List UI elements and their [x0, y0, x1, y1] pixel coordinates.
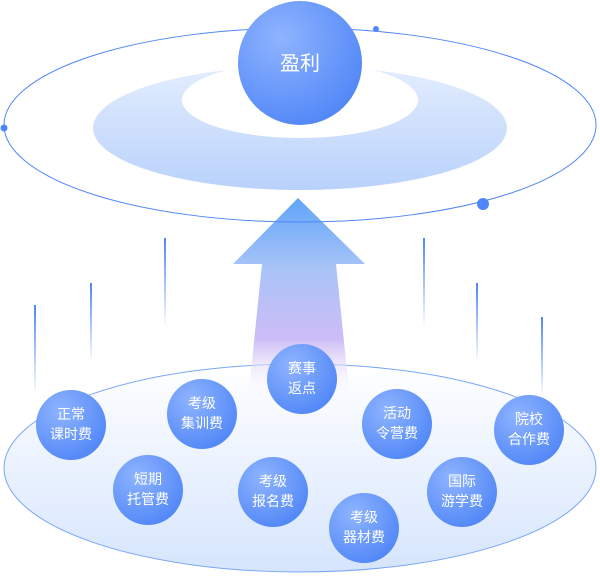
revenue-bubble-label: 正常课时费: [50, 405, 92, 445]
revenue-bubble: [427, 457, 497, 527]
bubble-line1: 考级: [350, 510, 378, 526]
bubble-line2: 游学费: [441, 494, 483, 510]
orbit-dot: [0, 124, 8, 132]
bubble-line1: 赛事: [288, 361, 316, 377]
bubble-line2: 托管费: [127, 492, 169, 508]
bubble-line2: 令营费: [376, 426, 418, 442]
revenue-bubble: [494, 395, 564, 465]
core-sphere: [238, 1, 362, 125]
revenue-bubble: [113, 455, 183, 525]
bubble-group: [36, 344, 564, 563]
revenue-bubble-label: 赛事返点: [288, 359, 316, 399]
bubble-line1: 院校: [515, 412, 543, 428]
orbit-dot: [477, 198, 489, 210]
bubble-line2: 集训费: [181, 416, 223, 432]
revenue-bubble-label: 考级器材费: [343, 508, 385, 548]
revenue-bubble-label: 考级集训费: [181, 394, 223, 434]
vertical-lines: [34, 238, 543, 397]
bubble-line2: 课时费: [50, 427, 92, 443]
bubble-line1: 正常: [57, 407, 85, 423]
revenue-bubble: [267, 344, 337, 414]
bubble-line2: 返点: [288, 381, 316, 397]
bubble-line1: 活动: [383, 406, 411, 422]
revenue-bubble: [362, 389, 432, 459]
revenue-bubble-label: 考级报名费: [252, 472, 294, 512]
revenue-bubble-label: 短期托管费: [127, 470, 169, 510]
revenue-bubble-label: 活动令营费: [376, 404, 418, 444]
bubble-line1: 短期: [134, 472, 162, 488]
bubble-line1: 考级: [188, 396, 216, 412]
bubble-line2: 合作费: [508, 432, 550, 448]
core-label: 盈利: [280, 51, 320, 75]
revenue-bubble-label: 国际游学费: [441, 472, 483, 512]
revenue-bubble: [36, 390, 106, 460]
revenue-bubble: [167, 379, 237, 449]
orbit-dot: [373, 26, 379, 32]
revenue-bubble: [329, 493, 399, 563]
bubble-line2: 报名费: [252, 494, 294, 510]
bubble-line1: 国际: [448, 474, 476, 490]
bubble-line2: 器材费: [343, 530, 385, 546]
revenue-bubble-label: 院校合作费: [508, 410, 550, 450]
bubble-line1: 考级: [259, 474, 287, 490]
growth-arrow: [233, 198, 365, 400]
revenue-bubble: [238, 457, 308, 527]
